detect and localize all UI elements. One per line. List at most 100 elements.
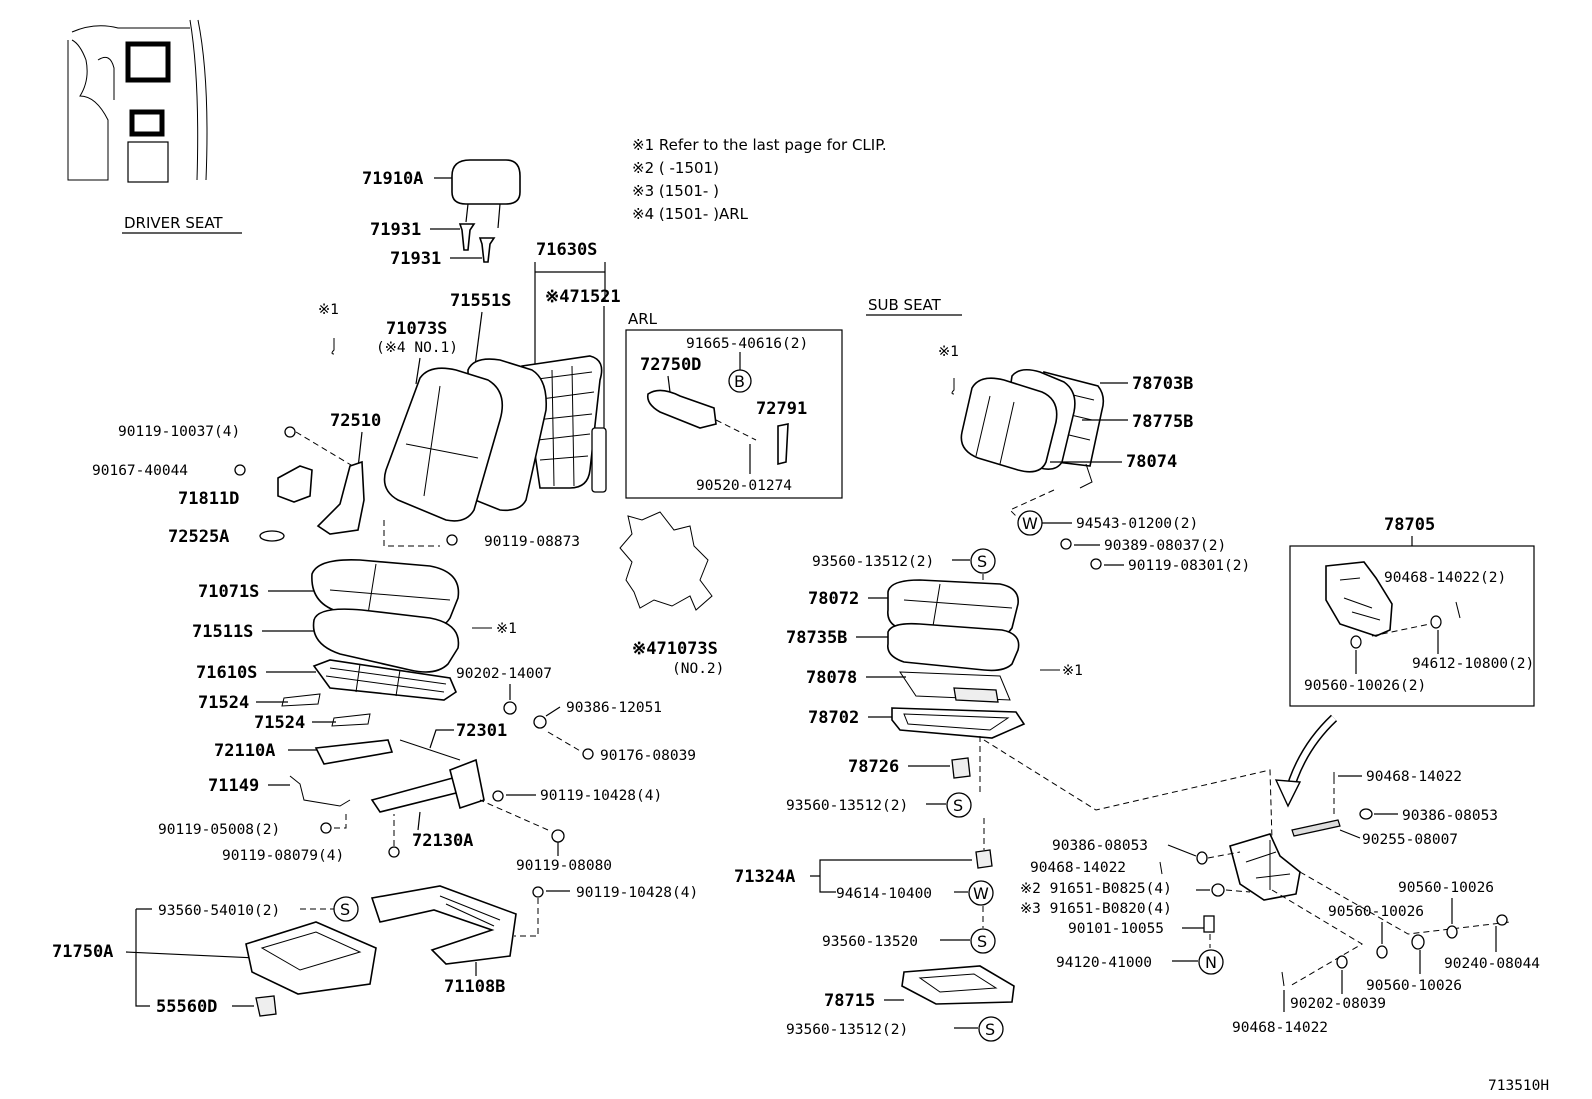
dash-08039 [547,731,583,753]
bracket-78705 [1325,561,1393,637]
label-71630S: 71630S [536,240,597,260]
sub-seatback-drawing [960,368,1105,489]
label-78703B: 78703B [1132,374,1193,394]
svg-text:S: S [953,796,963,815]
label-94614-10400: 94614-10400 [836,886,932,902]
label-71931-a: 71931 [370,220,421,240]
symbol-W-94614: W [968,880,994,906]
part-78726 [951,757,971,779]
leader-72130A [417,811,421,831]
hinge-bracket [1229,833,1301,901]
label-72750D: 72750D [640,355,701,375]
nut-90386-a [1196,851,1208,865]
label-90119-08873: 90119-08873 [484,534,580,550]
label-90560-10026-d: 90560-10026 [1366,978,1462,994]
tray-71750A [245,921,377,995]
wire-71149 [289,775,351,807]
bolt-90119-10037 [284,426,296,438]
nut-90202-08039 [1336,955,1348,969]
bolt-08080 [551,829,565,843]
label-71524-a: 71524 [198,693,249,713]
label-90560-10026-c: 90560-10026 [1328,904,1424,920]
label-90119-08080: 90119-08080 [516,858,612,874]
label-71073S-2-note: (NO.2) [672,661,724,677]
nut-90560-a [1350,635,1362,649]
label-71149: 71149 [208,776,259,796]
label-90240-08044: 90240-08044 [1444,956,1540,972]
label-72791: 72791 [756,399,807,419]
label-71610S: 71610S [196,663,257,683]
bracket-71630S [534,262,606,370]
sheet-78078-pad [953,687,999,703]
svg-text:S: S [985,1020,995,1039]
label-90119-10037: 90119-10037(4) [118,424,240,440]
label-90560-10026-b: 90560-10026 [1398,880,1494,896]
nut-90560-d [1411,934,1425,950]
part-90176 [582,748,594,760]
label-90119-05008: 90119-05008(2) [158,822,280,838]
svg-text:S: S [977,552,987,571]
note-2: ※2 ( -1501) [632,159,719,177]
label-78775B: 78775B [1132,412,1193,432]
bolt-90240 [1496,914,1508,926]
svg-text:W: W [1022,514,1038,533]
nut-90560-b [1446,925,1458,939]
leader-90386 [545,706,561,717]
bracket-78705-detail [1339,577,1381,621]
label-90520-01274: 90520-01274 [696,478,792,494]
label-90389-08037: 90389-08037(2) [1104,538,1226,554]
leader-72510 [357,431,363,469]
dash-hinge-lower [1271,889,1363,987]
tray-71750A-inner [260,931,362,971]
sheet-78078 [899,671,1011,701]
note-4: ※4 (1501- )ARL [632,205,749,223]
seatback-drawing [383,306,607,522]
pad-78735B [887,622,1020,672]
label-90119-08079: 90119-08079(4) [222,848,344,864]
arl-handle-drawing [646,389,789,466]
label-90386-08053-a: 90386-08053 [1052,838,1148,854]
label-90119-10428-a: 90119-10428(4) [540,788,662,804]
svg-text:W: W [973,884,989,903]
label-90468-14022-a: 90468-14022(2) [1384,570,1506,586]
symbol-B: B [728,369,752,393]
label-71073S-2: ※471073S [632,639,718,659]
label-71511S: 71511S [192,622,253,642]
symbol-S-13512-c: S [978,1016,1004,1042]
label-90386-08053-b: 90386-08053 [1402,808,1498,824]
part-72525A [259,530,285,542]
symbol-S-13520: S [970,928,996,954]
label-90202-08039: 90202-08039 [1290,996,1386,1012]
label-78715: 78715 [824,991,875,1011]
label-71811D: 71811D [178,489,239,509]
bolt-08873 [446,534,458,546]
bolt-90119-08301 [1090,558,1102,570]
dash-10428-b [514,898,539,937]
track-72130A-b [449,758,485,810]
leader-90386-a [1167,844,1197,857]
frame-71108B [370,885,517,965]
part-55560D [255,995,277,1017]
label-71750A: 71750A [52,942,113,962]
part-71524-a [281,693,321,707]
label-91651-B0820: ※3 91651-B0820(4) [1020,901,1172,917]
clip-90468-a [1455,601,1461,619]
dash-91651 [1225,889,1251,893]
label-90176-08039: 90176-08039 [600,748,696,764]
svg-text:S: S [977,932,987,951]
label-55560D: 55560D [156,997,217,1017]
dash-frame-link [983,739,1273,841]
note-3: ※3 (1501- ) [632,182,719,200]
part-71524-b [331,713,371,727]
label-71910A: 71910A [362,169,423,189]
label-78074: 78074 [1126,452,1177,472]
rod-72301 [399,739,461,761]
label-71073S: 71073S [386,319,447,339]
label-94120-41000: 94120-41000 [1056,955,1152,971]
leader-90255 [1339,829,1361,839]
headrest-drawing [451,159,521,263]
arl-title: ARL [628,310,658,328]
driver-seat-title: DRIVER SEAT [124,214,223,232]
plate-78715 [901,965,1015,1005]
frame-78702-inner [903,713,1010,731]
